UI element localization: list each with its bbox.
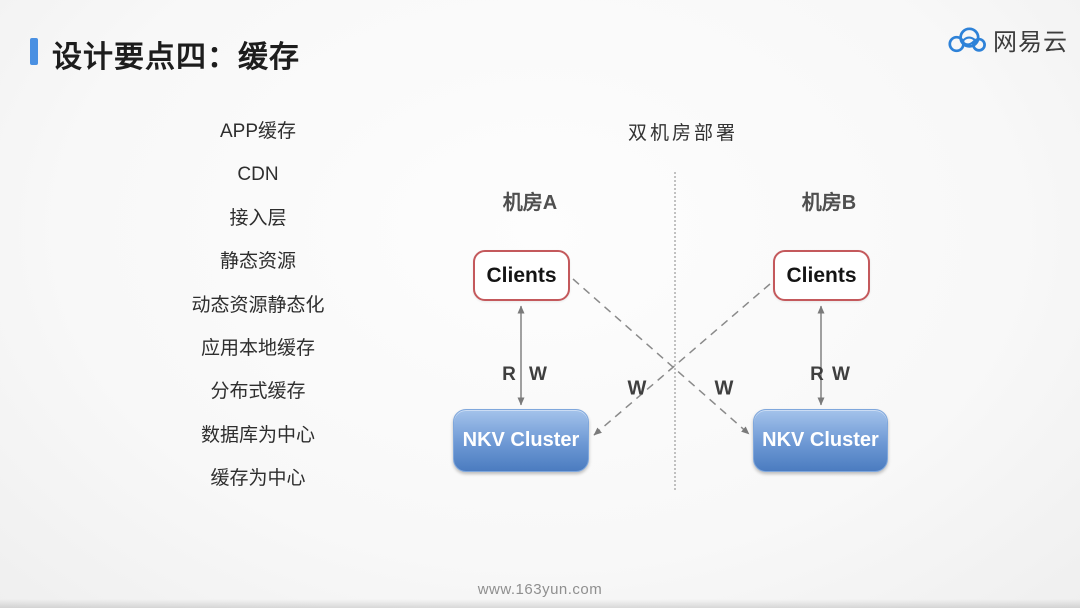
footer-url: www.163yun.com (477, 581, 603, 598)
page-title: 设计要点四：缓存 (52, 41, 300, 74)
list-item: CDN (237, 164, 279, 186)
write-label-a: W (529, 364, 547, 385)
netease-cloud-logo: 网易云 (946, 22, 1068, 57)
list-item: 应用本地缓存 (200, 337, 315, 359)
list-item: 静态资源 (219, 251, 296, 273)
list-item: 动态资源静态化 (191, 294, 325, 316)
clients-box-b: Clients (773, 250, 870, 301)
clients-box-a: Clients (473, 250, 570, 301)
read-label-a: R (502, 364, 516, 385)
logo-brand-text: 网易云 (993, 29, 1068, 56)
cache-topics-list: APP缓存 CDN 接入层 静态资源 动态资源静态化 应用本地缓存 分布式缓存 … (143, 110, 373, 501)
list-item: 数据库为中心 (200, 424, 315, 446)
cross-write-arrow-a-to-b (572, 278, 750, 435)
write-label-b: W (832, 364, 850, 385)
cross-write-label-right: W (714, 377, 734, 400)
diagram-title: 双机房部署 (627, 123, 739, 144)
datacenter-a-label: 机房A (502, 192, 558, 214)
cross-write-arrow-b-to-a (593, 283, 771, 436)
nkv-cluster-box-b: NKV Cluster (753, 409, 888, 472)
nkv-cluster-box-a: NKV Cluster (453, 409, 589, 472)
list-item: 分布式缓存 (210, 381, 306, 403)
title-accent-bar (30, 38, 38, 65)
list-item: APP缓存 (219, 121, 297, 142)
read-label-b: R (810, 364, 824, 385)
list-item: 接入层 (229, 207, 287, 229)
list-item: 缓存为中心 (210, 468, 306, 490)
datacenter-b-label: 机房B (801, 192, 857, 214)
cloud-logo-icon (946, 24, 988, 56)
cross-write-label-left: W (627, 377, 647, 400)
